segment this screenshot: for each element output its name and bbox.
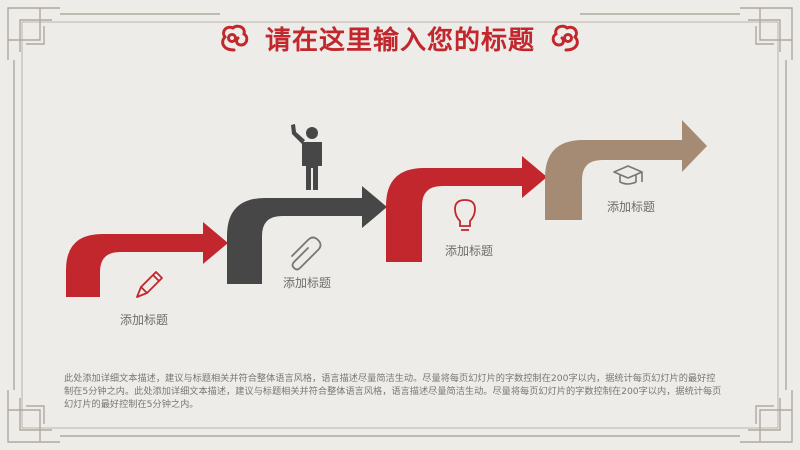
page-title: 请在这里输入您的标题 <box>264 25 535 56</box>
cloud-ornament-right-icon <box>551 24 579 52</box>
step-arrow-2 <box>227 186 387 284</box>
step-label-3: 添加标题 <box>445 244 494 258</box>
graduation-cap-icon <box>613 165 643 185</box>
corner-ornament-top-left <box>7 7 60 60</box>
step-arrow-4 <box>545 120 707 220</box>
description-text: 此处添加详细文本描述，建议与标题相关并符合整体语言风格，语言描述尽量简洁生动。尽… <box>64 373 722 410</box>
corner-ornament-top-right <box>740 7 793 60</box>
corner-ornament-bottom-right <box>740 390 793 443</box>
step-label-4: 添加标题 <box>607 200 656 214</box>
step-label-1: 添加标题 <box>120 313 169 327</box>
cloud-ornament-left-icon <box>221 24 249 52</box>
pencil-icon <box>136 271 163 298</box>
lightbulb-icon <box>454 199 476 231</box>
step-label-2: 添加标题 <box>283 276 332 290</box>
step-arrow-3 <box>386 156 547 262</box>
paperclip-icon <box>291 236 322 271</box>
step-arrow-1 <box>66 222 228 297</box>
corner-ornament-bottom-left <box>7 390 60 443</box>
person-pointing-icon <box>291 124 322 190</box>
title-bar: 请在这里输入您的标题 <box>0 18 800 58</box>
